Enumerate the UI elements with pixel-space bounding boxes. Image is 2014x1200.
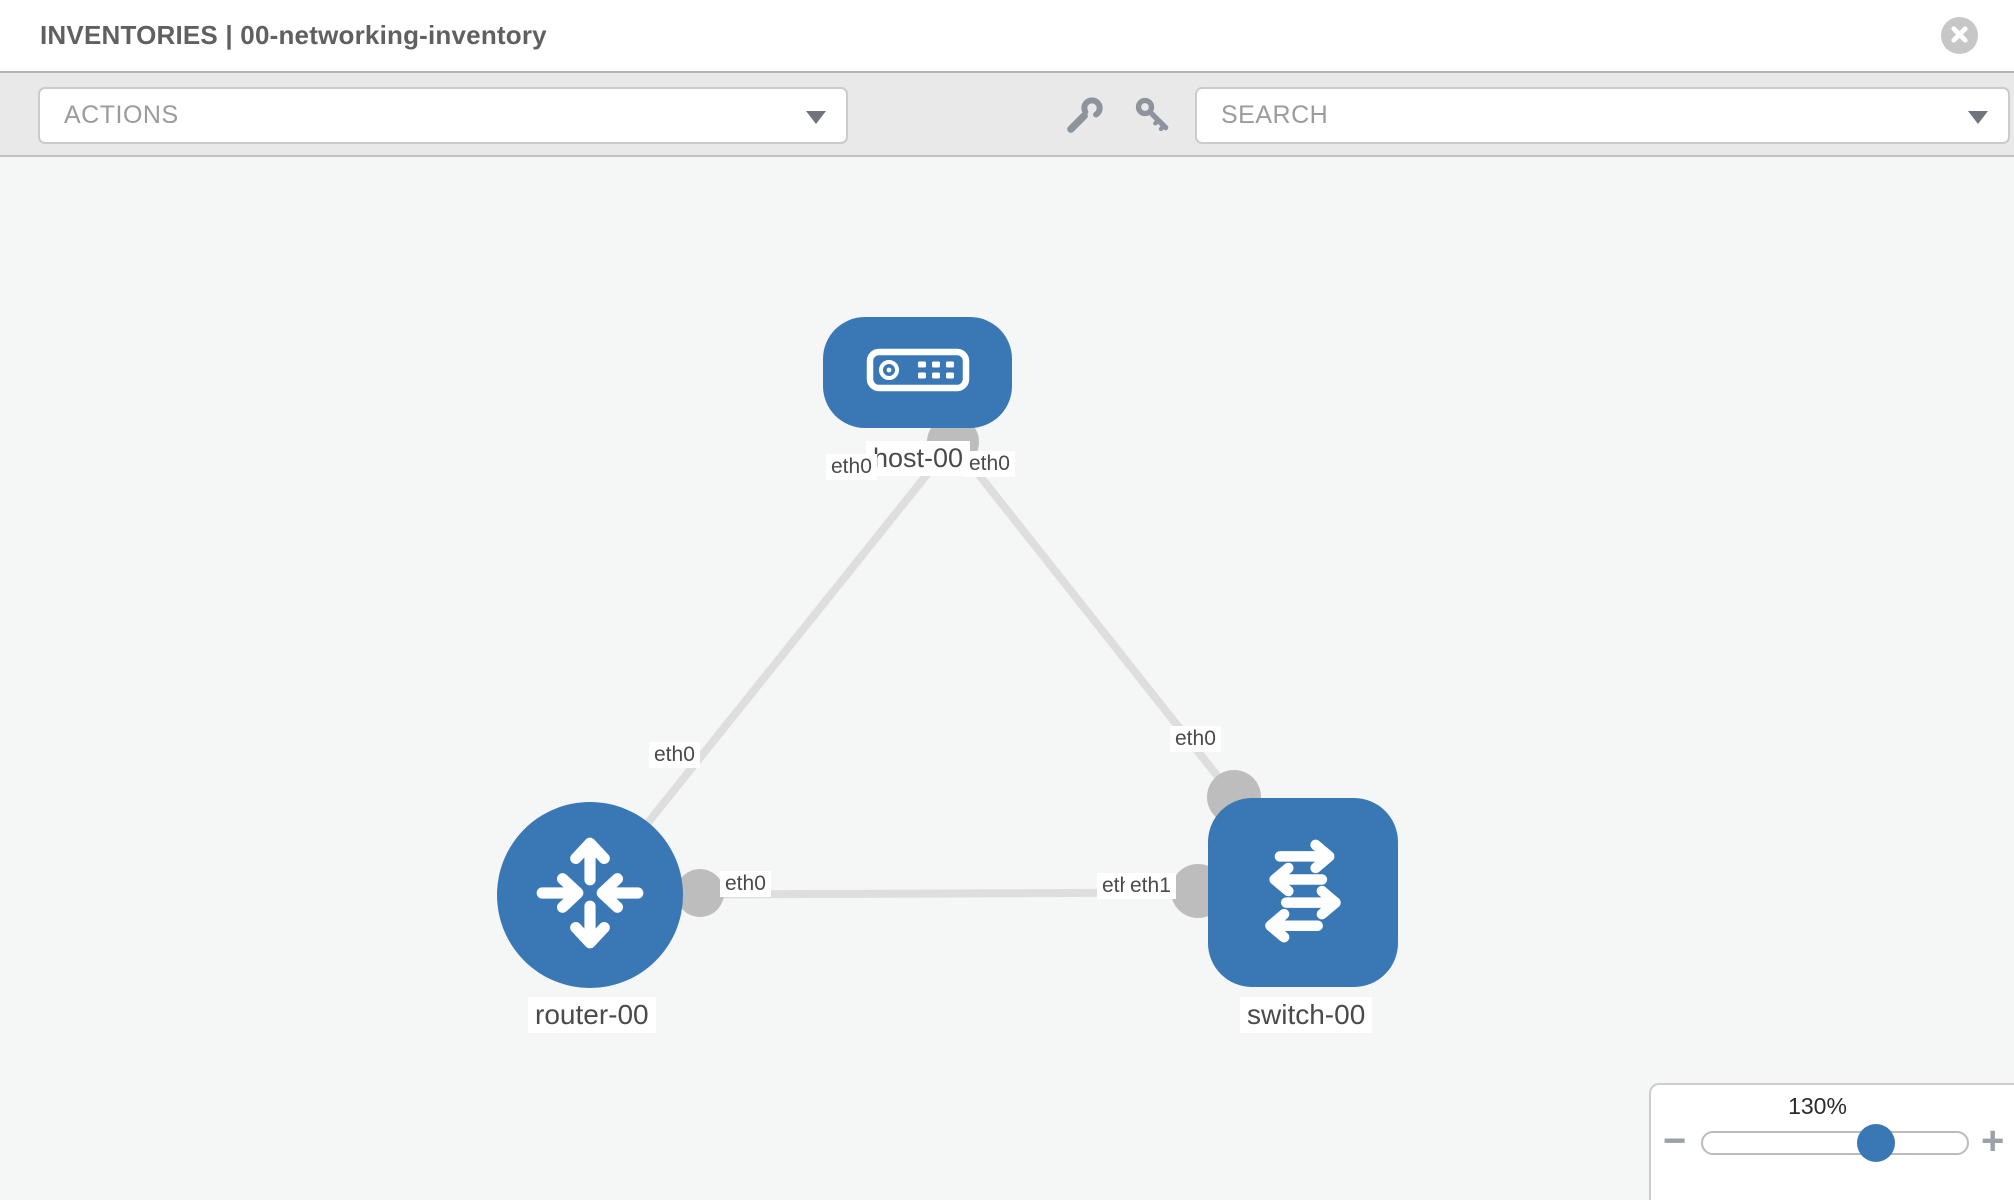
chevron-down-icon <box>806 110 826 124</box>
chevron-down-icon <box>1968 110 1988 124</box>
wrench-icon[interactable] <box>1065 95 1105 135</box>
endpoint-router-eth0[interactable] <box>676 869 724 917</box>
node-label-router-00: router-00 <box>528 997 656 1033</box>
zoom-slider[interactable] <box>1701 1124 1969 1162</box>
topology-edges <box>586 416 1304 918</box>
zoom-out-button[interactable]: − <box>1663 1119 1687 1163</box>
actions-dropdown-label: ACTIONS <box>64 101 179 129</box>
if-label-switch-overlap-group: eth0 eth1 <box>1097 873 1207 905</box>
close-button[interactable] <box>1941 17 1978 54</box>
search-dropdown[interactable]: SEARCH <box>1195 87 2010 144</box>
if-label-switch-eth0: eth0 <box>1170 726 1221 752</box>
zoom-panel: 130% − + <box>1649 1083 2014 1200</box>
node-host-00[interactable] <box>823 317 1012 428</box>
host-icon <box>866 348 970 397</box>
if-label-switch-eth1: eth1 <box>1125 873 1176 899</box>
search-input-placeholder: SEARCH <box>1221 101 1329 129</box>
topology-canvas[interactable]: host-00 router-00 switch-00 eth0 eth0 et… <box>0 157 2014 1200</box>
key-icon[interactable] <box>1133 95 1173 135</box>
zoom-slider-thumb[interactable] <box>1857 1124 1895 1162</box>
node-label-host-00: host-00 <box>866 441 971 476</box>
close-icon <box>1950 25 1969 47</box>
if-label-router-eth0-right: eth0 <box>720 871 771 897</box>
router-icon <box>529 832 651 959</box>
page-title: INVENTORIES | 00-networking-inventory <box>40 20 547 50</box>
actions-dropdown[interactable]: ACTIONS <box>38 87 848 144</box>
node-router-00[interactable] <box>497 802 683 988</box>
switch-icon-node[interactable] <box>1208 798 1398 987</box>
if-label-host-eth0-left: eth0 <box>826 454 877 480</box>
zoom-in-button[interactable]: + <box>1981 1119 2005 1163</box>
if-label-host-eth0-right: eth0 <box>964 451 1015 477</box>
node-label-switch-00: switch-00 <box>1240 997 1373 1033</box>
zoom-level: 130% <box>1788 1093 1847 1119</box>
if-label-router-eth0-top: eth0 <box>649 742 700 768</box>
header: INVENTORIES | 00-networking-inventory <box>0 0 2014 71</box>
toolbar: ACTIONS SEARCH <box>0 71 2014 157</box>
link-host-router[interactable] <box>586 439 957 898</box>
switch-icon <box>1240 827 1366 958</box>
